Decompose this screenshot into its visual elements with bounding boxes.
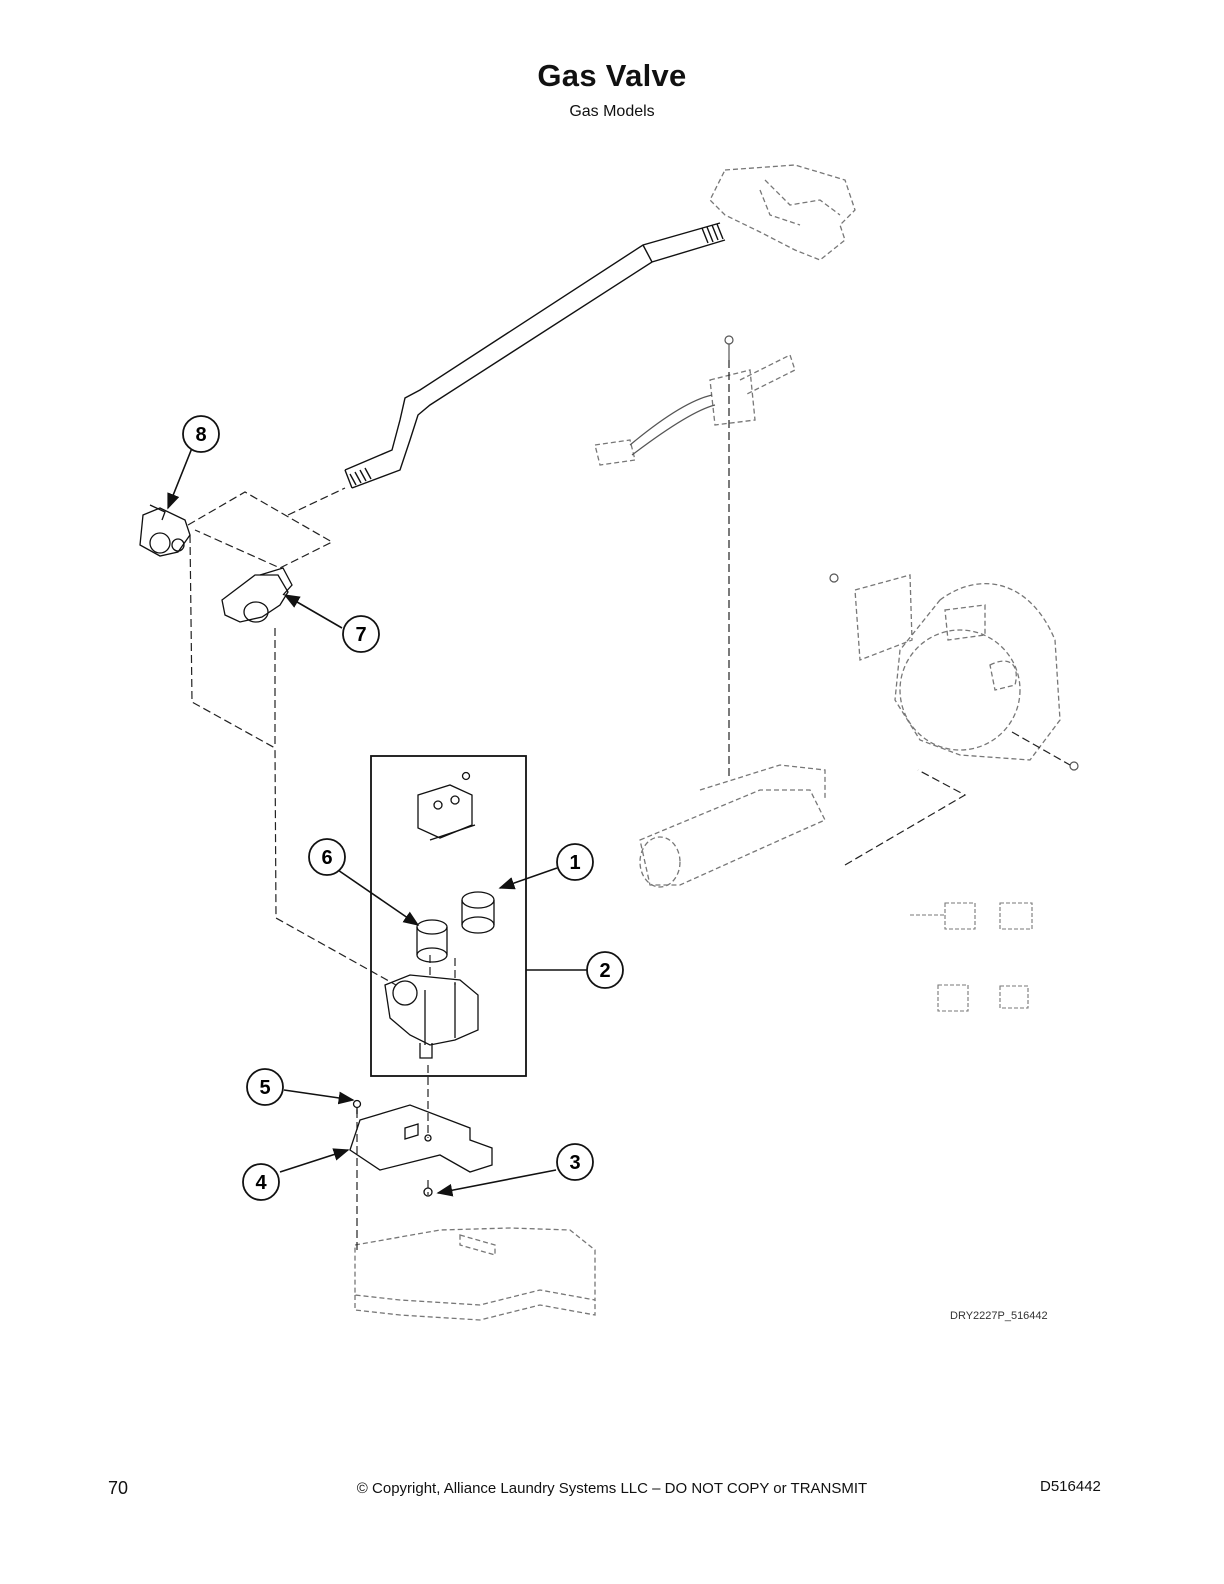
callout-6: 6: [308, 838, 346, 876]
callout-5-label: 5: [259, 1077, 270, 1099]
igniter-wires: [629, 335, 734, 456]
burner-tube-ghost: [639, 764, 826, 888]
coil-part: [416, 891, 495, 963]
callout-3: 3: [556, 1143, 594, 1181]
elbow-fitting-part: [221, 567, 293, 623]
assembly-lines: [187, 360, 1071, 1250]
burner-bracket-ghost: [709, 164, 856, 261]
callout-7-label: 7: [355, 624, 366, 646]
callout-leaders: [167, 447, 589, 1197]
callout-2: 2: [586, 951, 624, 989]
callout-1: 1: [556, 843, 594, 881]
combustion-chamber-ghost: [854, 574, 1061, 761]
gas-tube: [344, 222, 726, 489]
callout-6-label: 6: [321, 847, 332, 869]
callout-4-label: 4: [255, 1172, 267, 1194]
igniter-ghost: [594, 354, 796, 466]
callout-7: 7: [342, 615, 380, 653]
document-number: D516442: [1040, 1478, 1101, 1495]
copyright-notice: © Copyright, Alliance Laundry Systems LL…: [356, 1480, 868, 1497]
callout-2-label: 2: [599, 960, 610, 982]
shutoff-valve-part: [139, 504, 191, 557]
page-title: Gas Valve: [537, 58, 687, 93]
callout-8: 8: [182, 415, 220, 453]
small-parts-ghost: [910, 902, 1033, 1012]
callout-8-label: 8: [195, 424, 206, 446]
drawing-id: DRY2227P_516442: [950, 1310, 1048, 1322]
bracket-part: [417, 771, 476, 841]
mounting-plate-part: [349, 1099, 493, 1197]
callout-1-label: 1: [569, 852, 580, 874]
callout-4: 4: [242, 1163, 280, 1201]
page-number: 70: [108, 1478, 129, 1498]
valve-assembly-box: [370, 755, 527, 1077]
callout-5: 5: [246, 1068, 284, 1106]
page-subtitle: Gas Models: [569, 103, 655, 120]
callout-3-label: 3: [569, 1152, 580, 1174]
base-plate-ghost: [354, 1227, 596, 1321]
gas-valve-body-part: [384, 974, 479, 1059]
screws-right: [829, 573, 1079, 771]
